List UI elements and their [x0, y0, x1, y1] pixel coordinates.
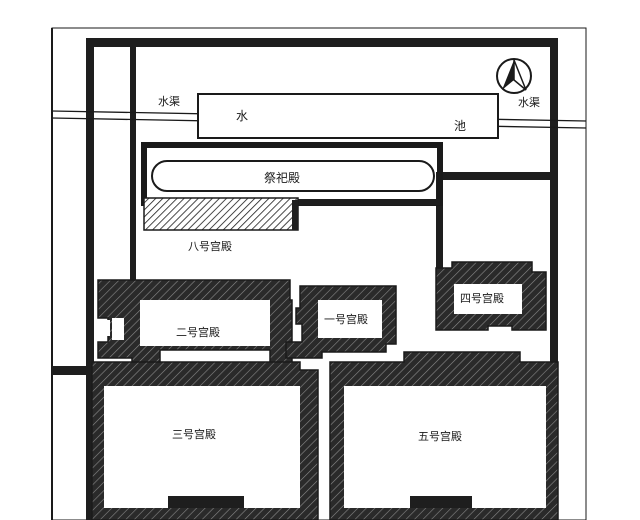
water-channel-label-left: 水渠 — [158, 95, 180, 108]
water-channel-label-right: 水渠 — [518, 96, 540, 109]
pond-label-char-1: 水 — [236, 109, 248, 123]
palace-1-label: 一号宫殿 — [324, 312, 368, 326]
north-arrow-icon — [496, 58, 532, 94]
palace-4 — [435, 261, 547, 331]
pond — [197, 93, 499, 139]
pond-label-char-2: 池 — [454, 119, 466, 133]
palace-8 — [143, 197, 299, 231]
outer-wall — [52, 38, 558, 520]
palace-1 — [285, 285, 397, 359]
palace-3 — [91, 361, 319, 520]
palace-2 — [97, 279, 293, 373]
palace-2-label: 二号宫殿 — [176, 325, 220, 339]
palace-8-label: 八号宫殿 — [188, 239, 232, 253]
palace-5-label: 五号宫殿 — [418, 429, 462, 443]
palace-5 — [329, 351, 559, 520]
palace-4-label: 四号宫殿 — [460, 291, 504, 305]
sacrifice-hall-label: 祭祀殿 — [264, 171, 300, 185]
palace-3-label: 三号宫殿 — [172, 427, 216, 441]
